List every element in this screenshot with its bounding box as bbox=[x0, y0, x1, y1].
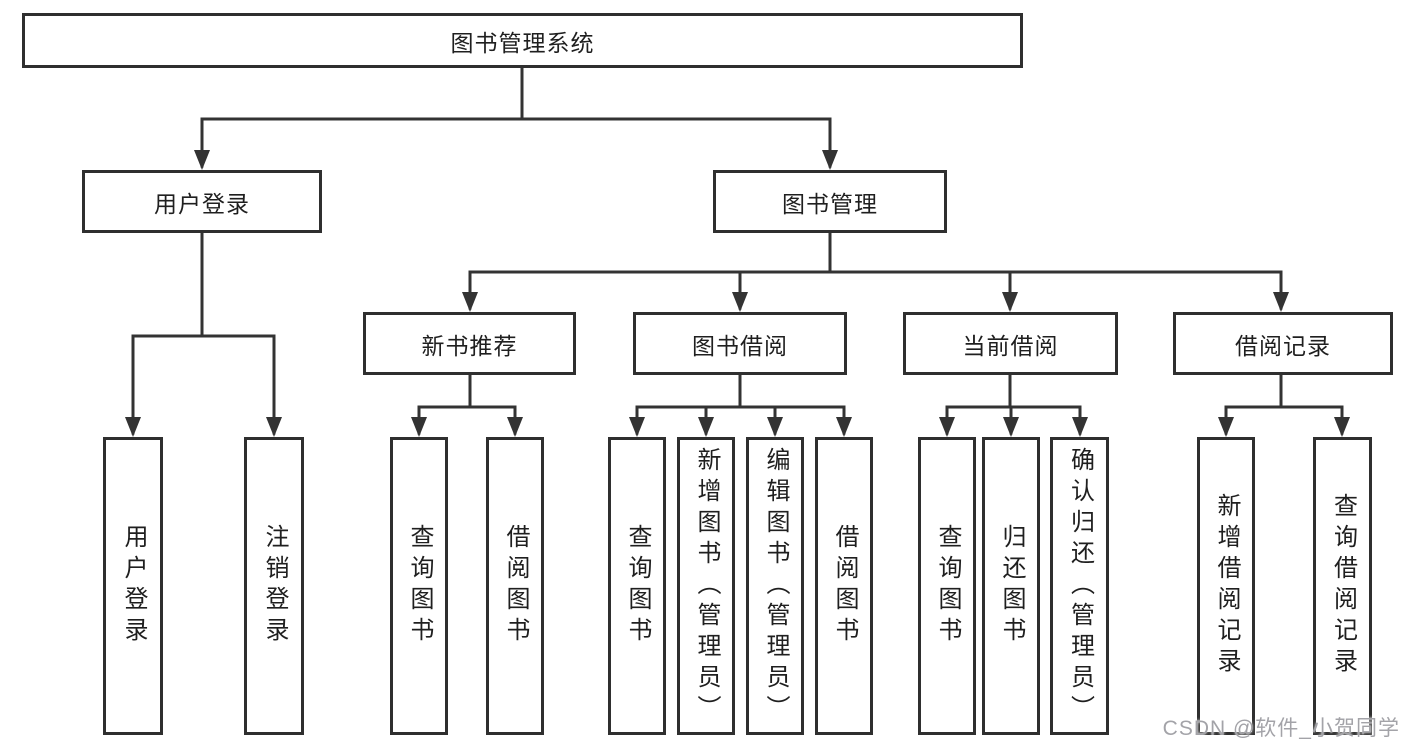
connector-book-borrow-to-leaves bbox=[629, 373, 852, 437]
connector-borrow-records-to-leaves bbox=[1218, 373, 1350, 437]
node-leaf-confirm-return-admin: 确认归还（管理员） bbox=[1050, 437, 1109, 735]
node-current-borrow: 当前借阅 bbox=[903, 312, 1118, 375]
node-leaf-user-login: 用户登录 bbox=[103, 437, 163, 735]
node-leaf-borrow-books: 借阅图书 bbox=[815, 437, 873, 735]
node-library-system: 图书管理系统 bbox=[22, 13, 1023, 68]
node-borrow-records: 借阅记录 bbox=[1173, 312, 1393, 375]
node-book-borrow: 图书借阅 bbox=[633, 312, 847, 375]
connector-root-to-level2 bbox=[194, 66, 838, 170]
node-leaf-logout: 注销登录 bbox=[244, 437, 304, 735]
arrow-down-icon bbox=[1003, 417, 1019, 437]
node-user-login: 用户登录 bbox=[82, 170, 322, 233]
node-leaf-add-borrow-record: 新增借阅记录 bbox=[1197, 437, 1255, 735]
node-new-book-recommend: 新书推荐 bbox=[363, 312, 576, 375]
connector-new-book-to-leaves bbox=[411, 373, 523, 437]
arrow-down-icon bbox=[822, 150, 838, 170]
arrow-down-icon bbox=[629, 417, 645, 437]
arrow-down-icon bbox=[462, 292, 478, 312]
arrow-down-icon bbox=[194, 150, 210, 170]
node-leaf-add-book-admin: 新增图书（管理员） bbox=[677, 437, 735, 735]
node-leaf-query-borrow-record: 查询借阅记录 bbox=[1313, 437, 1372, 735]
arrow-down-icon bbox=[125, 417, 141, 437]
arrow-down-icon bbox=[698, 417, 714, 437]
node-leaf-edit-book-admin: 编辑图书（管理员） bbox=[746, 437, 804, 735]
arrow-down-icon bbox=[1334, 417, 1350, 437]
arrow-down-icon bbox=[1072, 417, 1088, 437]
arrow-down-icon bbox=[939, 417, 955, 437]
node-leaf-return-book: 归还图书 bbox=[982, 437, 1040, 735]
arrow-down-icon bbox=[767, 417, 783, 437]
connector-current-borrow-to-leaves bbox=[939, 373, 1088, 437]
arrow-down-icon bbox=[507, 417, 523, 437]
node-book-management: 图书管理 bbox=[713, 170, 947, 233]
node-leaf-query-books-recommend: 查询图书 bbox=[390, 437, 448, 735]
arrow-down-icon bbox=[411, 417, 427, 437]
node-leaf-query-books-current: 查询图书 bbox=[918, 437, 976, 735]
watermark: CSDN @软件_小贺同学 bbox=[1162, 717, 1400, 740]
arrow-down-icon bbox=[1273, 292, 1289, 312]
arrow-down-icon bbox=[1002, 292, 1018, 312]
arrow-down-icon bbox=[836, 417, 852, 437]
connector-book-mgmt-to-level3 bbox=[462, 231, 1289, 312]
node-leaf-borrow-books-recommend: 借阅图书 bbox=[486, 437, 544, 735]
node-leaf-query-books-borrow: 查询图书 bbox=[608, 437, 666, 735]
arrow-down-icon bbox=[1218, 417, 1234, 437]
arrow-down-icon bbox=[266, 417, 282, 437]
arrow-down-icon bbox=[732, 292, 748, 312]
connector-user-login-to-leaves bbox=[125, 231, 282, 437]
